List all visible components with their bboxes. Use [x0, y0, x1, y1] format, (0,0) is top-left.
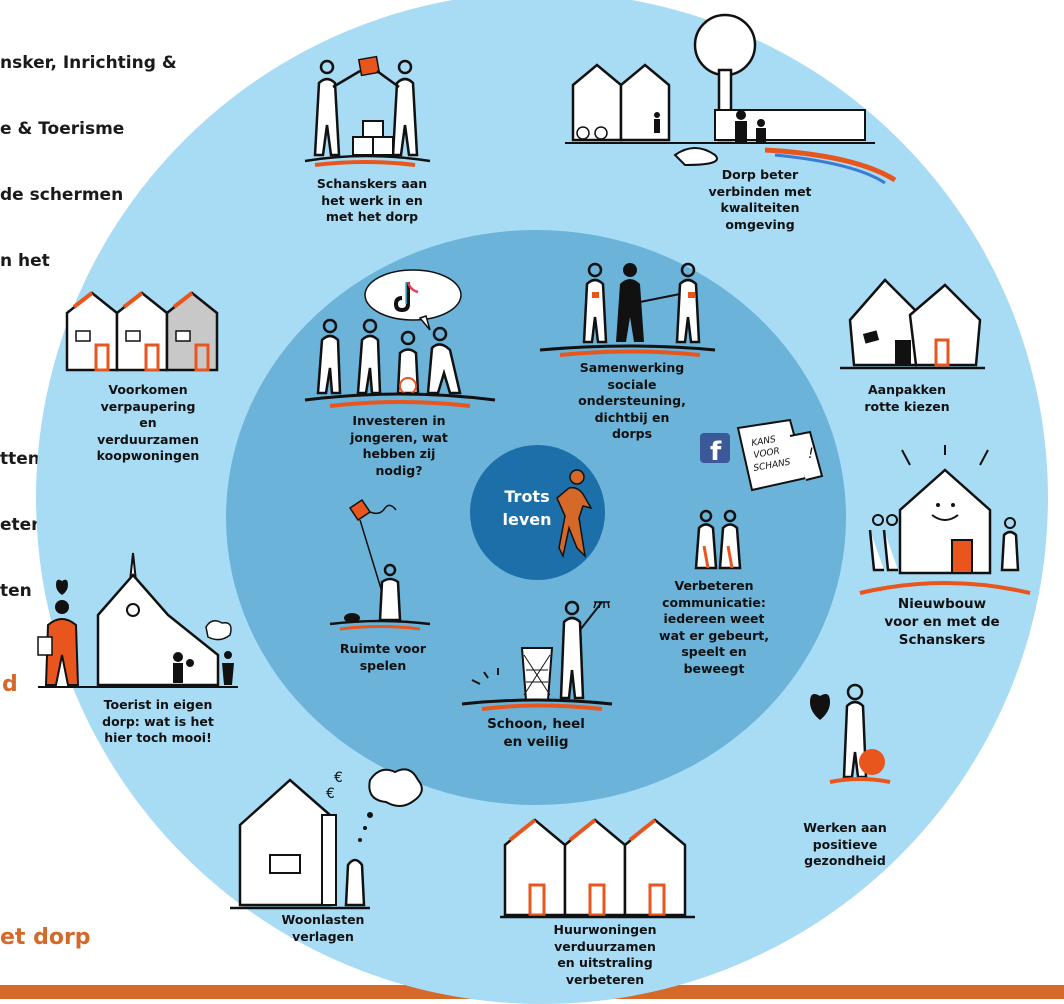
svg-text:f: f [710, 437, 722, 467]
background-orange-title: et dorp [0, 925, 91, 950]
heart-icon [810, 694, 830, 720]
rotten-houses-illustration [840, 278, 985, 370]
communication-illustration: f KANS VOOR SCHANS ! [694, 418, 824, 570]
proud-person-icon [556, 469, 593, 559]
background-line: ten [0, 581, 32, 601]
youth-illustration [304, 269, 496, 408]
caption-communicatie: Verbeteren communicatie: iedereen weet w… [659, 578, 769, 676]
caption-jongeren: Investeren in jongeren, wat hebben zij n… [350, 413, 448, 478]
village-connection-illustration [565, 13, 897, 185]
housing-costs-illustration: € € [230, 768, 423, 910]
caption-schanskers: Schanskers aan het werk in en met het do… [316, 176, 428, 224]
background-line: de schermen [0, 185, 124, 205]
new-house-illustration [859, 445, 1031, 595]
caption-gezondheid: Werken aan positieve gezondheid [803, 820, 887, 868]
caption-huurwoningen: Huurwoningen verduurzamen en uitstraling… [553, 922, 657, 987]
background-text: nsker, Inrichting & e & Toerisme de sche… [0, 8, 260, 624]
background-line: nsker, Inrichting & [0, 53, 177, 73]
facebook-icon: f [700, 433, 730, 467]
caption-woonlasten: Woonlasten verlagen [281, 912, 365, 944]
caption-toerist: Toerist in eigen dorp: wat is het hier t… [102, 697, 214, 745]
caption-samenwerking: Samenwerking sociale ondersteuning, dich… [578, 360, 686, 441]
play-space-illustration [329, 498, 431, 631]
center-label-line2: leven [502, 510, 552, 529]
caption-schoon: Schoon, heel en veilig [487, 716, 585, 750]
background-orange-fragment: d [2, 672, 18, 697]
paper-text-voor: VOOR [753, 446, 781, 460]
clean-safe-illustration [461, 600, 613, 711]
rental-houses-illustration [500, 818, 695, 919]
tourist-church-illustration [37, 552, 238, 688]
tiktok-icon [393, 281, 419, 313]
background-line: tten [0, 449, 40, 469]
center-label-line1: Trots [504, 487, 550, 506]
svg-text:€: € [334, 770, 343, 786]
health-illustration [810, 683, 891, 784]
cooperation-illustration [539, 262, 716, 357]
caption-dorp-verbinden: Dorp beter verbinden met kwaliteiten omg… [708, 167, 812, 232]
owner-houses-illustration [65, 291, 219, 372]
caption-spelen: Ruimte voor spelen [339, 641, 427, 673]
background-line: eter [0, 515, 40, 535]
caption-verpaupering: Voorkomen verpaupering en verduurzamen k… [96, 382, 200, 463]
background-line: e & Toerisme [0, 119, 125, 139]
caption-nieuwbouw: Nieuwbouw voor en met de Schanskers [884, 596, 1000, 648]
center-circle [470, 445, 605, 580]
paper-text-exclaim: ! [808, 446, 814, 462]
schanskers-illustration [304, 55, 431, 167]
caption-rotte-kiezen: Aanpakken rotte kiezen [864, 382, 950, 414]
euro-icon: € [326, 786, 335, 802]
paper-text-kans: KANS [751, 435, 777, 449]
background-line: n het [0, 251, 50, 271]
